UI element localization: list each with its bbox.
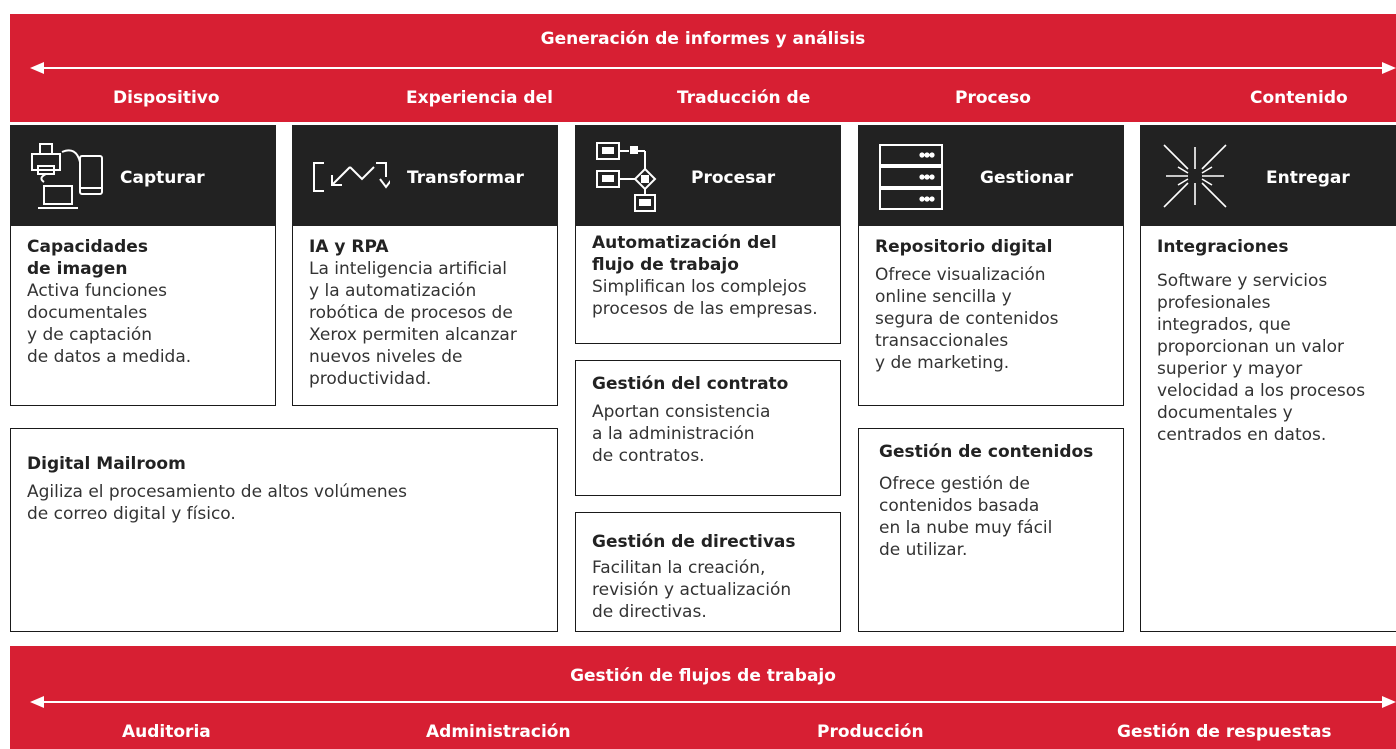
top-band-title: Generación de informes y análisis <box>540 29 866 49</box>
box-digital-mailroom: Digital Mailroom Agiliza el procesamient… <box>10 428 558 632</box>
top-band: Generación de informes y análisis Dispos… <box>10 14 1396 122</box>
box-body: Facilitan la creación, revisión y actual… <box>592 558 792 622</box>
box-body: Ofrece visualización online sencilla y s… <box>875 265 1059 373</box>
box-body: La inteligencia artificial y la automati… <box>309 259 517 389</box>
transform-arrows-icon <box>313 162 390 192</box>
top-band-label-dispositivo: Dispositivo <box>113 88 220 108</box>
burst-icon <box>1163 144 1227 208</box>
box-body: Activa funciones documentales y de capta… <box>27 281 192 367</box>
box-title: Gestión del contrato <box>592 374 789 394</box>
top-band-label-proceso: Proceso <box>955 88 1031 108</box>
bottom-band-label-auditoria: Auditoria <box>122 722 211 742</box>
top-band-label-contenido: Contenido <box>1250 88 1348 108</box>
bottom-band-title: Gestión de flujos de trabajo <box>570 666 836 686</box>
box-repositorio-digital: Repositorio digital Ofrece visualización… <box>858 226 1124 406</box>
box-body: Simplifican los complejos procesos de la… <box>592 277 818 319</box>
top-band-label-traduccion: Traducción de <box>677 88 811 108</box>
box-title: Automatización del flujo de trabajo <box>592 233 777 275</box>
column-header-capturar: Capturar <box>10 125 276 226</box>
bottom-band-label-administracion: Administración <box>426 722 571 742</box>
bottom-band-label-produccion: Producción <box>817 722 924 742</box>
column-label-capturar: Capturar <box>120 168 205 188</box>
box-gestion-directivas: Gestión de directivas Facilitan la creac… <box>575 512 841 632</box>
box-title: Repositorio digital <box>875 237 1053 257</box>
box-gestion-contrato: Gestión del contrato Aportan consistenci… <box>575 360 841 496</box>
box-integraciones: Integraciones Software y servicios profe… <box>1140 226 1396 632</box>
devices-icon <box>31 143 103 209</box>
column-label-transformar: Transformar <box>407 168 524 188</box>
box-body: Agiliza el procesamiento de altos volúme… <box>27 482 407 524</box>
column-header-procesar: Procesar <box>575 125 841 226</box>
server-icon <box>879 144 943 210</box>
box-title: Gestión de directivas <box>592 532 796 552</box>
box-capacidades-imagen: Capacidades de imagen Activa funciones d… <box>10 226 276 406</box>
double-arrow-icon <box>30 696 1396 708</box>
column-label-procesar: Procesar <box>691 168 776 188</box>
double-arrow-icon <box>30 62 1396 74</box>
column-header-transformar: Transformar <box>292 125 558 226</box>
column-label-gestionar: Gestionar <box>980 168 1074 188</box>
bottom-band: Gestión de flujos de trabajo Auditoria A… <box>10 646 1396 749</box>
box-title: Integraciones <box>1157 237 1289 257</box>
box-title: Capacidades de imagen <box>27 237 148 279</box>
box-automatizacion-flujo: Automatización del flujo de trabajo Simp… <box>575 226 841 344</box>
box-body: Aportan consistencia a la administración… <box>592 402 771 466</box>
column-header-gestionar: Gestionar <box>858 125 1124 226</box>
box-title: Gestión de contenidos <box>879 442 1094 462</box>
box-body: Ofrece gestión de contenidos basada en l… <box>879 474 1053 560</box>
box-title: Digital Mailroom <box>27 454 186 474</box>
box-ia-rpa: IA y RPA La inteligencia artificial y la… <box>292 226 558 406</box>
box-gestion-contenidos: Gestión de contenidos Ofrece gestión de … <box>858 428 1124 632</box>
top-band-label-experiencia: Experiencia del <box>406 88 553 108</box>
column-header-entregar: Entregar <box>1140 125 1396 226</box>
workflow-icon <box>596 142 657 212</box>
box-title: IA y RPA <box>309 237 389 257</box>
column-label-entregar: Entregar <box>1266 168 1350 188</box>
bottom-band-label-gestion-respuestas: Gestión de respuestas <box>1117 722 1332 742</box>
box-body: Software y servicios profesionales integ… <box>1157 271 1366 445</box>
